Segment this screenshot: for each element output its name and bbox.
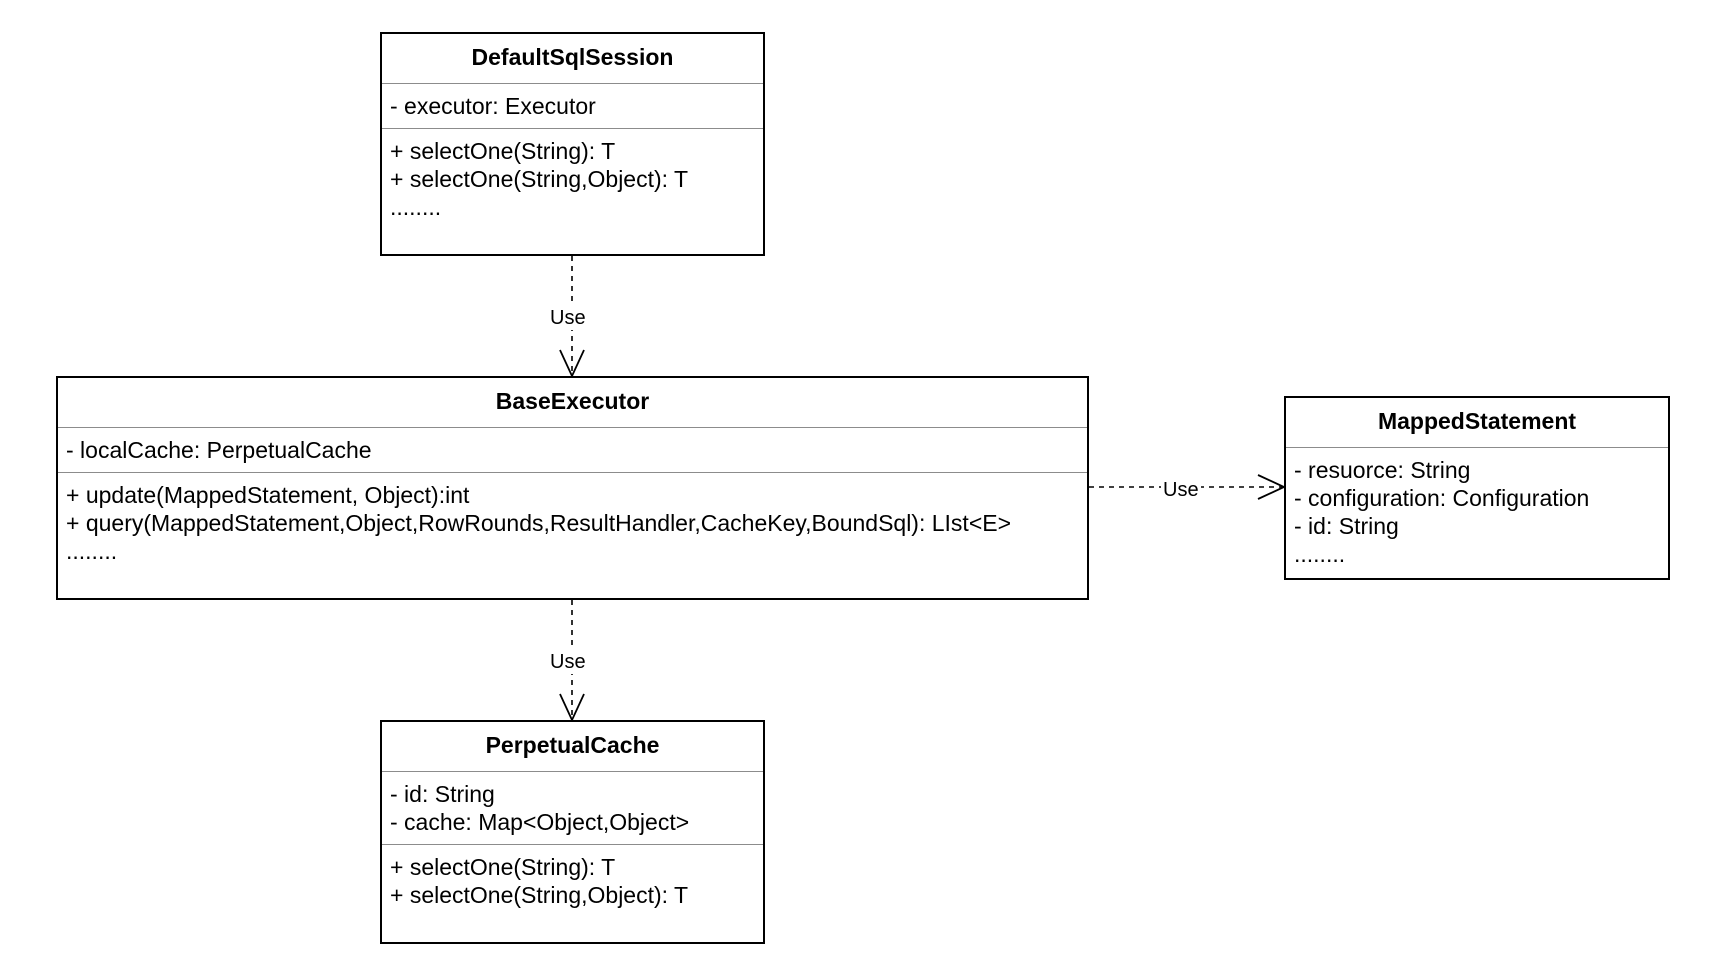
class-base-executor: BaseExecutor - localCache: PerpetualCach…: [56, 376, 1089, 600]
attribute: - localCache: PerpetualCache: [66, 437, 372, 463]
attribute: - id: String: [1294, 513, 1399, 539]
attributes-section: - localCache: PerpetualCache: [58, 428, 1087, 473]
method: + selectOne(String,Object): T: [390, 166, 689, 192]
methods-section: + selectOne(String): T + selectOne(Strin…: [382, 845, 763, 917]
class-perpetual-cache: PerpetualCache - id: String - cache: Map…: [380, 720, 765, 944]
method: ........: [390, 194, 442, 220]
attribute: - id: String: [390, 781, 495, 807]
attribute: - configuration: Configuration: [1294, 485, 1590, 511]
methods-section: + update(MappedStatement, Object):int + …: [58, 473, 1087, 573]
methods-section: + selectOne(String): T + selectOne(Strin…: [382, 129, 763, 229]
attributes-section: - executor: Executor: [382, 84, 763, 129]
class-mapped-statement: MappedStatement - resuorce: String - con…: [1284, 396, 1670, 580]
attribute: - executor: Executor: [390, 93, 596, 119]
method: + selectOne(String,Object): T: [390, 882, 689, 908]
arrowhead-session-to-executor: [559, 349, 585, 379]
arrowhead-executor-to-cache: [559, 693, 585, 723]
method: ........: [66, 538, 118, 564]
class-name: BaseExecutor: [58, 378, 1087, 428]
relation-label-use: Use: [1161, 478, 1201, 502]
attributes-section: - id: String - cache: Map<Object,Object>: [382, 772, 763, 845]
method: + query(MappedStatement,Object,RowRounds…: [66, 510, 1012, 536]
attribute: - cache: Map<Object,Object>: [390, 809, 690, 835]
method: + selectOne(String): T: [390, 138, 616, 164]
class-name: MappedStatement: [1286, 398, 1668, 448]
method: + selectOne(String): T: [390, 854, 616, 880]
attribute: - resuorce: String: [1294, 457, 1471, 483]
class-default-sql-session: DefaultSqlSession - executor: Executor +…: [380, 32, 765, 256]
method: + update(MappedStatement, Object):int: [66, 482, 470, 508]
relation-label-use: Use: [548, 306, 588, 330]
relation-label-use: Use: [548, 650, 588, 674]
attributes-section: - resuorce: String - configuration: Conf…: [1286, 448, 1668, 576]
class-name: DefaultSqlSession: [382, 34, 763, 84]
class-name: PerpetualCache: [382, 722, 763, 772]
attribute: ........: [1294, 541, 1346, 567]
